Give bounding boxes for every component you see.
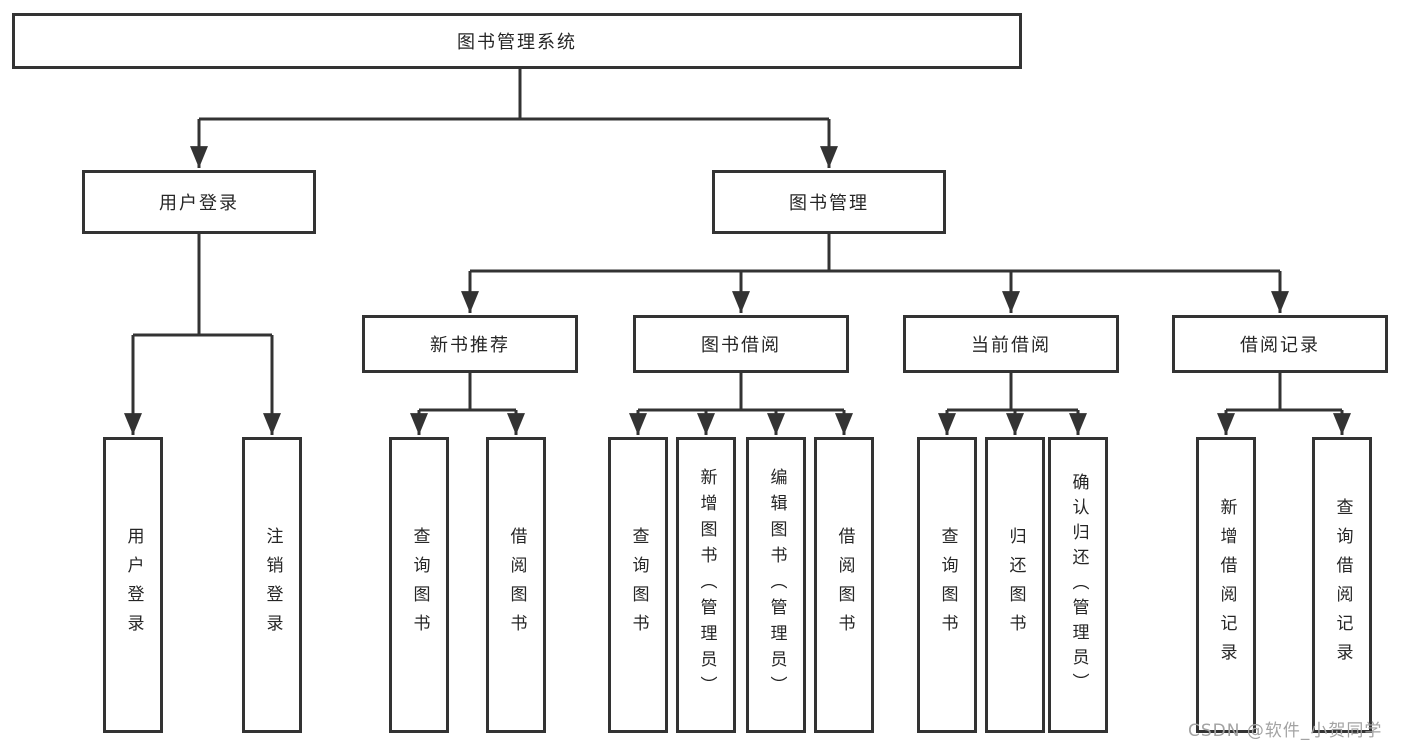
leaf-borrowing-add-books-admin: 新增图书（管理员） xyxy=(676,437,736,733)
leaf-borrowing-edit-books-admin: 编辑图书（管理员） xyxy=(746,437,806,733)
leaf-borrowing-borrow-books: 借阅图书 xyxy=(814,437,874,733)
leaf-records-add-borrow-record: 新增借阅记录 xyxy=(1196,437,1256,733)
leaf-borrowing-query-books: 查询图书 xyxy=(608,437,668,733)
leaf-newbook-query-books: 查询图书 xyxy=(389,437,449,733)
leaf-current-query-books: 查询图书 xyxy=(917,437,977,733)
leaf-records-query-borrow-record: 查询借阅记录 xyxy=(1312,437,1372,733)
leaf-newbook-borrow-books: 借阅图书 xyxy=(486,437,546,733)
leaf-current-confirm-return-admin: 确认归还（管理员） xyxy=(1048,437,1108,733)
node-library-management-system: 图书管理系统 xyxy=(12,13,1022,69)
watermark-text: CSDN @软件_小贺同学 xyxy=(1188,721,1383,741)
node-borrowing-records: 借阅记录 xyxy=(1172,315,1388,373)
node-user-login: 用户登录 xyxy=(82,170,316,234)
leaf-current-return-books: 归还图书 xyxy=(985,437,1045,733)
node-current-borrowing: 当前借阅 xyxy=(903,315,1119,373)
node-book-borrowing: 图书借阅 xyxy=(633,315,849,373)
leaf-logout: 注销登录 xyxy=(242,437,302,733)
node-book-management: 图书管理 xyxy=(712,170,946,234)
node-new-book-recommendation: 新书推荐 xyxy=(362,315,578,373)
leaf-user-login: 用户登录 xyxy=(103,437,163,733)
